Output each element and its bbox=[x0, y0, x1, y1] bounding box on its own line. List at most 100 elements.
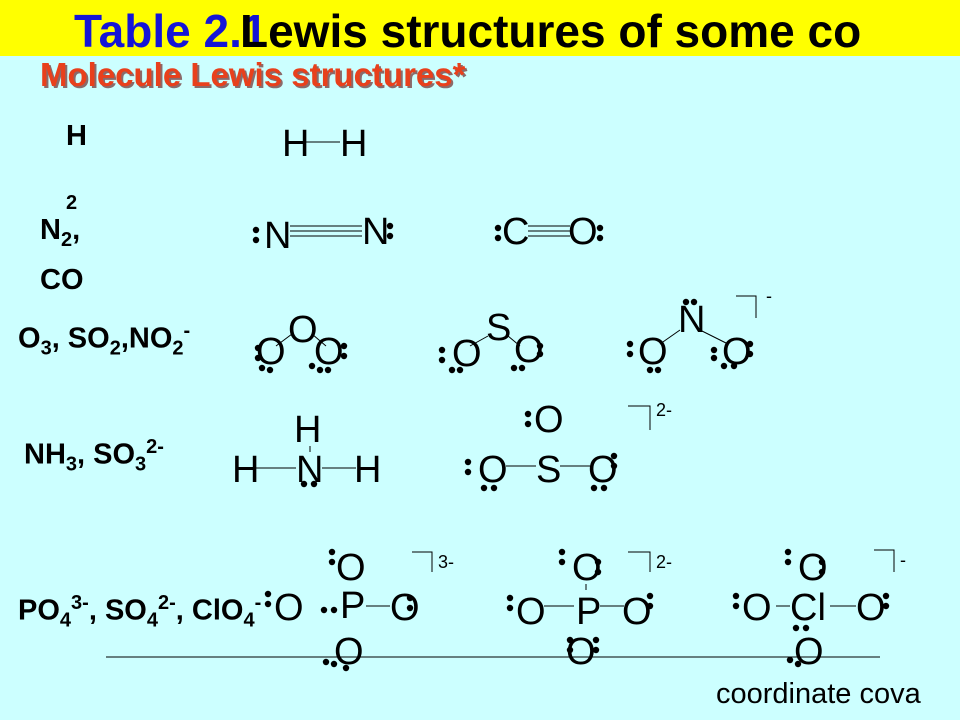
atom-co-o: O bbox=[568, 211, 598, 253]
electron-dot bbox=[710, 354, 718, 362]
electron-dot bbox=[328, 548, 336, 556]
electron-dot bbox=[818, 558, 826, 566]
nh3-text: NH bbox=[24, 438, 66, 471]
electron-dot bbox=[592, 636, 600, 644]
lone-pair-dots bbox=[252, 222, 890, 672]
atom-co-c: C bbox=[502, 211, 529, 253]
electron-dot bbox=[566, 646, 574, 654]
so4-sub: 4 bbox=[146, 609, 158, 632]
electron-dot bbox=[818, 568, 826, 576]
bracket-so3 bbox=[628, 405, 651, 430]
atom-so4-top: O bbox=[572, 547, 602, 589]
bond-o3-right bbox=[311, 333, 327, 347]
atom-no2-left: O bbox=[638, 331, 668, 373]
electron-dot bbox=[494, 234, 502, 242]
label-po4-so4-clo4: PO43-, SO42-, ClO4- bbox=[18, 592, 261, 632]
electron-dot bbox=[710, 346, 718, 354]
electron-dot bbox=[494, 224, 502, 232]
electron-dot bbox=[448, 366, 456, 374]
po4-sup: 3- bbox=[71, 592, 89, 614]
no2-text: ,NO bbox=[120, 322, 173, 355]
page-title: Lewis structures of some co bbox=[240, 5, 862, 57]
label-co: CO bbox=[40, 264, 84, 296]
n2-formula: N bbox=[40, 214, 61, 246]
label-h2-subscript: 2 bbox=[66, 192, 78, 214]
electron-dot bbox=[386, 222, 394, 230]
atom-po4-p: P bbox=[340, 585, 365, 627]
electron-dot bbox=[456, 366, 464, 374]
electron-dot bbox=[690, 298, 698, 306]
electron-dot bbox=[784, 548, 792, 556]
title-bar bbox=[0, 0, 960, 56]
electron-dot bbox=[746, 350, 754, 358]
atom-clo4-cl: Cl bbox=[790, 587, 826, 629]
charge-so4: 2- bbox=[656, 552, 672, 572]
so2-text: , SO bbox=[51, 322, 110, 355]
charge-so3: 2- bbox=[656, 400, 672, 420]
electron-dot bbox=[592, 646, 600, 654]
bond-no2-right bbox=[699, 329, 729, 345]
atom-so4-center: P bbox=[576, 591, 601, 633]
electron-dot bbox=[610, 452, 618, 460]
electron-dot bbox=[506, 594, 514, 602]
electron-dot bbox=[320, 606, 328, 614]
electron-dot bbox=[732, 602, 740, 610]
electron-dot bbox=[308, 362, 316, 370]
nh3-sub: 3 bbox=[65, 453, 78, 476]
so3-sub: 3 bbox=[135, 453, 147, 476]
n2-subscript: 2 bbox=[60, 228, 73, 251]
clo4-sub: 4 bbox=[243, 609, 255, 632]
electron-dot bbox=[682, 298, 690, 306]
no2-sup: - bbox=[183, 320, 191, 342]
electron-dot bbox=[646, 602, 654, 610]
bracket-so4 bbox=[628, 551, 651, 572]
electron-dot bbox=[490, 484, 498, 492]
atom-po4-bottom: O bbox=[334, 631, 364, 673]
n2-comma: , bbox=[72, 214, 81, 246]
electron-dot bbox=[794, 660, 802, 668]
electron-dot bbox=[340, 342, 348, 350]
atom-o3-top: O bbox=[288, 309, 318, 351]
atom-h2-1: H bbox=[282, 123, 309, 165]
clo4-text: , ClO bbox=[175, 594, 244, 627]
so2-sub: 2 bbox=[109, 337, 121, 360]
clo4-sup: - bbox=[254, 592, 262, 614]
electron-dot bbox=[438, 356, 446, 364]
electron-dot bbox=[506, 604, 514, 612]
electron-dot bbox=[252, 226, 260, 234]
column-header: Molecule Lewis structures* bbox=[40, 56, 466, 93]
electron-dot bbox=[594, 558, 602, 566]
electron-dot bbox=[882, 602, 890, 610]
atom-nh3-h-left: H bbox=[232, 449, 259, 491]
electron-dot bbox=[340, 352, 348, 360]
electron-dot bbox=[480, 484, 488, 492]
charge-clo4: - bbox=[900, 550, 906, 570]
electron-dot bbox=[406, 604, 414, 612]
bond-lines bbox=[106, 141, 895, 658]
atom-so2-s: S bbox=[486, 307, 511, 349]
atom-nh3-h-right: H bbox=[354, 449, 381, 491]
electron-dot bbox=[558, 548, 566, 556]
h2-formula: H bbox=[66, 120, 87, 152]
bracket-clo4 bbox=[874, 549, 895, 572]
electron-dot bbox=[322, 658, 330, 666]
bracket-po4 bbox=[412, 551, 433, 572]
electron-dot bbox=[330, 606, 338, 614]
label-o3-so2-no2: O3, SO2,NO2- bbox=[18, 320, 190, 360]
atom-no2-n: N bbox=[678, 299, 705, 341]
atom-po4-top: O bbox=[336, 547, 366, 589]
electron-dot bbox=[310, 480, 318, 488]
atom-po4-right: O bbox=[390, 587, 420, 629]
electron-dot bbox=[264, 590, 272, 598]
label-n2: N2, bbox=[40, 214, 80, 252]
electron-dot bbox=[536, 350, 544, 358]
atom-o3-right: O bbox=[314, 331, 344, 373]
charge-no2: - bbox=[766, 286, 772, 306]
electron-dot bbox=[646, 366, 654, 374]
electron-dot bbox=[610, 462, 618, 470]
electron-dot bbox=[566, 636, 574, 644]
electron-dot bbox=[316, 366, 324, 374]
atom-h2-2: H bbox=[340, 123, 367, 165]
electron-dot bbox=[802, 624, 810, 632]
electron-dot bbox=[594, 568, 602, 576]
